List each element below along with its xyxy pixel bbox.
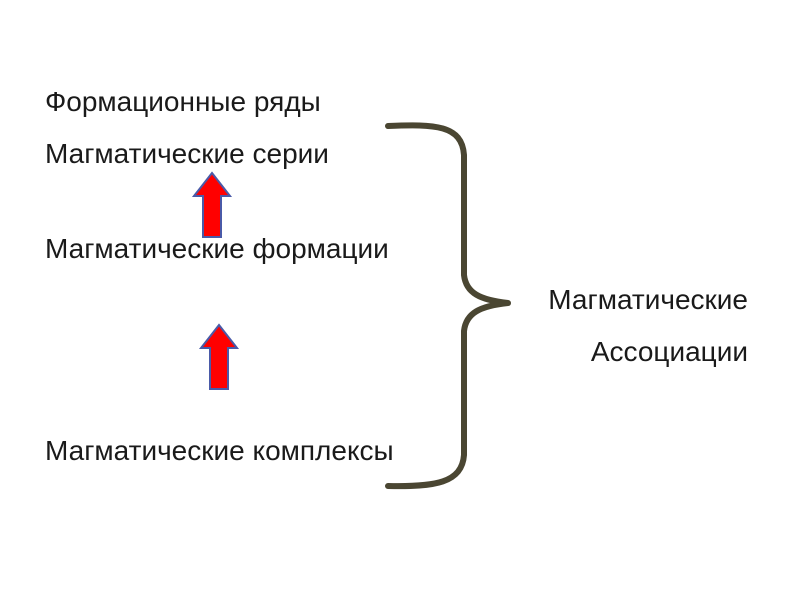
magmatic-label: Магматические	[548, 284, 748, 315]
magmatic-complexes-text: Магматические комплексы	[45, 435, 394, 466]
formation-rows-text: Формационные ряды	[45, 86, 321, 117]
up-arrow-icon	[198, 323, 240, 390]
magmatic-series-text: Магматические серии	[45, 138, 329, 169]
curly-brace-icon	[385, 122, 511, 490]
up-arrow-icon	[191, 171, 233, 238]
associations-label: Ассоциации	[590, 336, 748, 367]
magmatic-formations-text: Магматические формации	[45, 233, 389, 264]
